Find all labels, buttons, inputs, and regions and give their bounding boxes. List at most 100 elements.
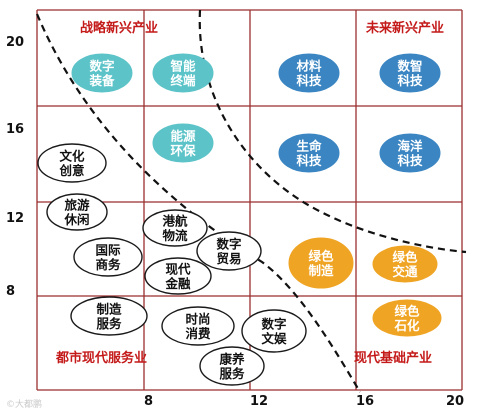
bubble-shape bbox=[142, 209, 208, 247]
bubble-label-line: 绿色 bbox=[392, 249, 418, 264]
bubble-label-line: 港航 bbox=[162, 213, 188, 228]
y-tick-label: 8 bbox=[6, 284, 15, 299]
y-axis-ticks: 20 16 12 8 bbox=[6, 35, 24, 299]
bubble-shape bbox=[37, 143, 107, 183]
bubble-shape bbox=[241, 309, 307, 353]
bubble-shape bbox=[70, 296, 148, 336]
bubble-shape bbox=[372, 299, 442, 337]
bubble-label-line: 智能 bbox=[169, 58, 196, 73]
bubble-label-line: 文娱 bbox=[261, 331, 287, 346]
bubble-label-line: 服务 bbox=[219, 366, 245, 381]
bubble-shape bbox=[278, 53, 340, 93]
bubble-shape bbox=[196, 231, 262, 271]
quadrant-labels: 战略新兴产业 未来新兴产业 都市现代服务业 现代基础产业 bbox=[55, 20, 444, 366]
bubble-label-line: 交通 bbox=[392, 264, 418, 279]
bubble-shape bbox=[199, 346, 265, 386]
bubble-shape bbox=[379, 53, 441, 93]
bubble-label-line: 制造 bbox=[96, 301, 122, 316]
bubble-label-line: 时尚 bbox=[185, 311, 210, 326]
quadrant-label-bottom-left: 都市现代服务业 bbox=[55, 350, 147, 366]
bubble-shape bbox=[144, 257, 212, 295]
bubble-label-line: 休闲 bbox=[63, 212, 89, 227]
x-tick-label: 16 bbox=[356, 394, 374, 409]
bubble-label-line: 环保 bbox=[170, 143, 196, 158]
bubble-label-line: 科技 bbox=[296, 153, 322, 168]
bubble-label-line: 能源 bbox=[170, 128, 196, 143]
bubble-label-line: 创意 bbox=[58, 163, 84, 178]
bubble-label-line: 数智 bbox=[396, 58, 422, 73]
quadrant-label-top-left: 战略新兴产业 bbox=[80, 20, 158, 36]
y-tick-label: 20 bbox=[6, 35, 24, 50]
bubble-label-line: 数字 bbox=[215, 236, 241, 251]
divider-curve-outer bbox=[198, 9, 467, 254]
bubble-shape bbox=[71, 53, 133, 93]
bubble-label-line: 科技 bbox=[397, 153, 423, 168]
bubble-label-line: 文化 bbox=[59, 148, 85, 163]
bubble-label-line: 海洋 bbox=[397, 138, 423, 153]
bubble-shape bbox=[46, 193, 108, 231]
bubble-label-line: 绿色 bbox=[308, 248, 334, 263]
x-tick-label: 8 bbox=[144, 394, 153, 409]
bubble-label-line: 商务 bbox=[95, 257, 121, 272]
bubble-label-line: 生命 bbox=[296, 138, 322, 153]
bubble-label-line: 数字 bbox=[88, 58, 114, 73]
bubble-label-line: 科技 bbox=[296, 73, 322, 88]
bubble-label-line: 材料 bbox=[295, 58, 322, 73]
bubble-label-line: 装备 bbox=[88, 73, 115, 88]
bubble-label-line: 物流 bbox=[162, 228, 188, 243]
bubble-label-line: 制造 bbox=[308, 263, 334, 278]
y-tick-label: 16 bbox=[6, 122, 24, 137]
bubble-shape bbox=[372, 245, 438, 283]
bubble-label-line: 石化 bbox=[393, 318, 420, 333]
bubble-shape bbox=[161, 306, 235, 346]
bubble-label-line: 旅游 bbox=[63, 197, 90, 212]
quadrant-label-bottom-right: 现代基础产业 bbox=[354, 350, 432, 366]
grid bbox=[36, 9, 463, 391]
bubble-shape bbox=[288, 237, 354, 289]
bubble-label-line: 消费 bbox=[185, 326, 211, 341]
bubble-label-line: 服务 bbox=[96, 316, 122, 331]
bubble-label-line: 终端 bbox=[170, 73, 196, 88]
bubble-label-line: 现代 bbox=[165, 261, 191, 276]
y-tick-label: 12 bbox=[6, 211, 24, 226]
bubble-shape bbox=[152, 53, 214, 93]
bubble-shape bbox=[152, 123, 214, 163]
quadrant-label-top-right: 未来新兴产业 bbox=[365, 20, 444, 36]
x-tick-label: 20 bbox=[446, 394, 464, 409]
bubble-shape bbox=[73, 237, 143, 277]
bubble-shape bbox=[379, 133, 441, 173]
x-tick-label: 12 bbox=[250, 394, 268, 409]
bubble-label-line: 科技 bbox=[397, 73, 423, 88]
x-axis-ticks: 8 12 16 20 bbox=[144, 394, 464, 409]
bubble-label-line: 贸易 bbox=[216, 251, 241, 266]
industry-bubbles: 数字装备智能终端材料科技数智科技能源环保生命科技海洋科技文化创意旅游休闲港航物流… bbox=[37, 53, 442, 386]
bubble-label-line: 金融 bbox=[164, 276, 191, 291]
bubble-label-line: 绿色 bbox=[394, 303, 420, 318]
watermark-text: ©大都鹏 bbox=[6, 398, 42, 410]
bubble-shape bbox=[278, 133, 340, 173]
bubble-label-line: 国际 bbox=[95, 242, 121, 257]
bubble-label-line: 数字 bbox=[260, 316, 286, 331]
bubble-label-line: 康养 bbox=[219, 351, 245, 366]
